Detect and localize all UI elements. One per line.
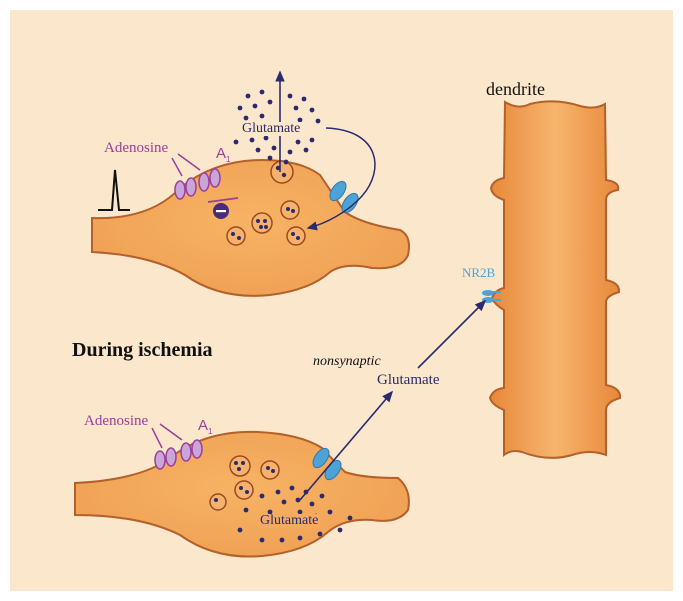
a1-label-top: A1 [216,145,231,164]
a1-receptor-bottom [154,439,203,470]
inhibition-arrow [207,197,239,203]
vesicles-bottom [209,455,280,511]
action-potential-icon [98,169,130,211]
glutamate-cloud-bottom [237,485,353,543]
a1-receptor-top [174,168,221,200]
vesicle-contents-top [231,207,300,240]
adenosine-arrow-bottom-2 [159,423,183,441]
vesicles-top [226,160,306,246]
nonsynaptic-arrow-2 [417,299,487,369]
glutamate-label-mid: Glutamate [375,372,442,388]
adenosine-label-bottom: Adenosine [84,413,149,429]
adenosine-arrow-top-2 [177,153,201,171]
nr2b-label: NR2B [462,265,496,280]
glutamate-label-bottom: Glutamate [258,513,321,528]
adenosine-arrow-bottom-1 [151,427,163,449]
adenosine-label-top: Adenosine [104,140,169,156]
a1-label-bottom: A1 [198,417,213,436]
during-ischemia-title: During ischemia [72,339,213,361]
vesicle-contents-bottom [214,461,275,502]
adenosine-arrow-top-1 [171,157,183,177]
nonsynaptic-arrow-1 [299,390,394,501]
reuptake-arrow [306,127,376,231]
glutamate-cloud-top [233,89,321,178]
glutamate-transporter-bottom [312,447,342,481]
nonsynaptic-label: nonsynaptic [313,354,381,369]
glutamate-label-top: Glutamate [240,121,303,136]
dendrite-shape [488,100,622,459]
dendrite-label: dendrite [486,79,545,99]
